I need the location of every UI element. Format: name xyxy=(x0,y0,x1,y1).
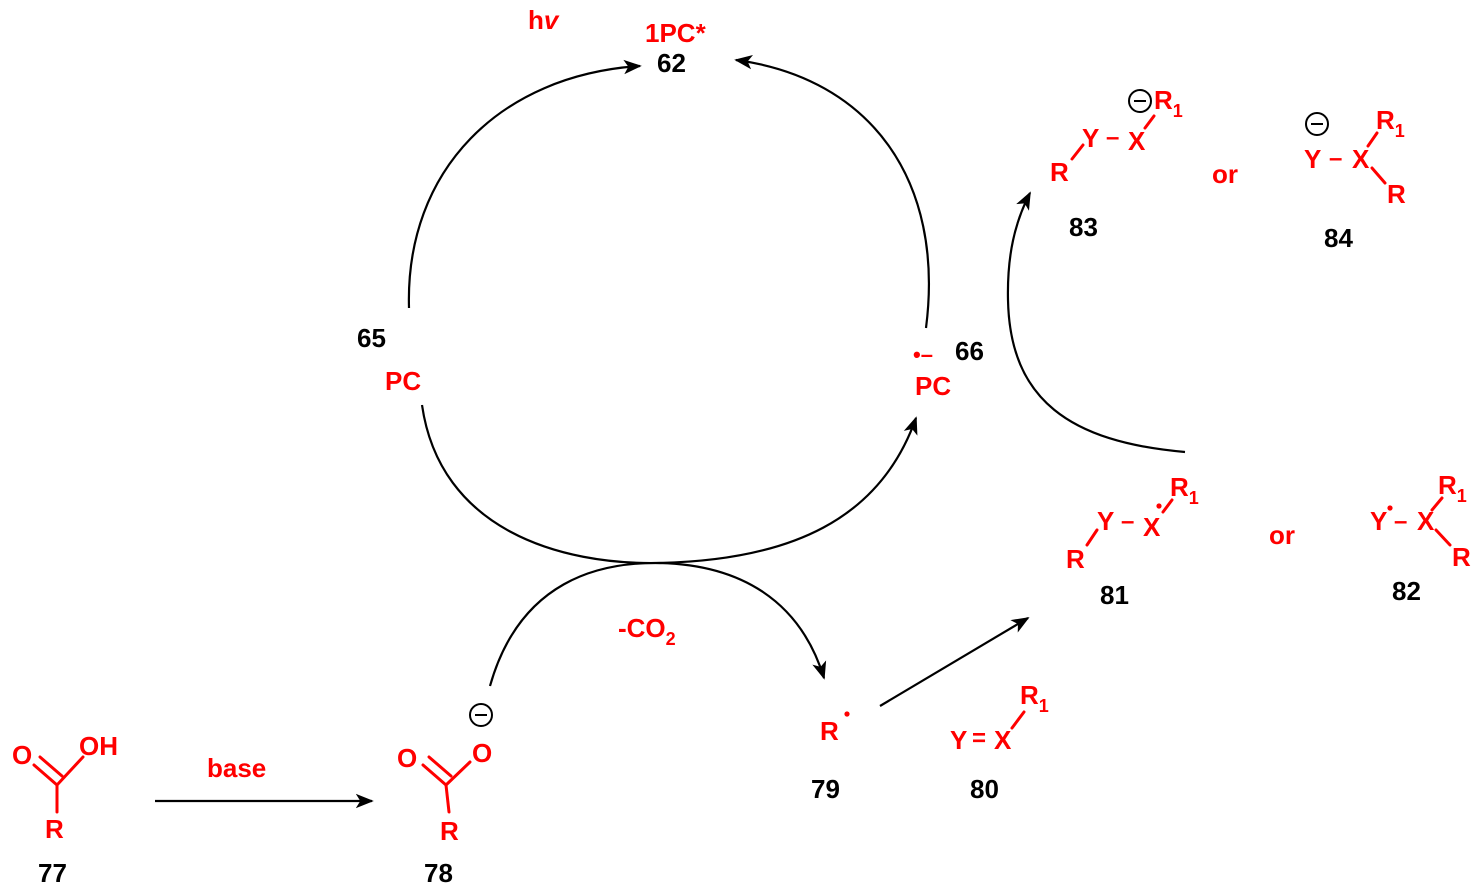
svg-text:R1: R1 xyxy=(1438,470,1467,506)
arrow-78-to-79 xyxy=(488,561,827,687)
compound-77-number: 77 xyxy=(38,858,67,888)
svg-text:Y: Y xyxy=(950,725,967,755)
svg-text:–: – xyxy=(1394,508,1407,535)
svg-text:O: O xyxy=(12,740,32,770)
light-label: hv xyxy=(528,5,560,35)
compound-84-structure: Y – X R1 R xyxy=(1304,105,1406,209)
svg-text:Y: Y xyxy=(1370,506,1387,536)
svg-text:R: R xyxy=(1050,157,1069,187)
compound-82-number: 82 xyxy=(1392,576,1421,606)
compound-66-number: 66 xyxy=(955,336,984,366)
ground-pc-label: PC xyxy=(385,366,421,396)
arrow-65-to-62 xyxy=(407,59,642,309)
base-label: base xyxy=(207,753,266,783)
svg-text:O: O xyxy=(397,743,417,773)
svg-text:Y: Y xyxy=(1097,506,1114,536)
svg-text:R: R xyxy=(1066,544,1085,574)
svg-text:X: X xyxy=(1417,506,1435,536)
compound-79-structure: R xyxy=(820,716,839,746)
svg-text:R: R xyxy=(45,814,64,844)
svg-text:–: – xyxy=(1329,145,1342,172)
svg-text:R1: R1 xyxy=(1020,680,1049,716)
compound-83-number: 83 xyxy=(1069,212,1098,242)
compound-62-number: 62 xyxy=(657,48,686,78)
compound-77-structure: O OH R xyxy=(12,731,118,844)
svg-text:OH: OH xyxy=(79,731,118,761)
reduced-pc-label: PC xyxy=(915,371,951,401)
svg-text:–: – xyxy=(1106,124,1119,151)
carboxylate-negative-charge-icon xyxy=(469,703,493,727)
compound-80-number: 80 xyxy=(970,774,999,804)
svg-text:X: X xyxy=(1143,512,1161,542)
svg-text:R: R xyxy=(440,816,459,846)
arrow-79-to-81 xyxy=(879,617,1030,707)
arrow-81-to-83 xyxy=(1006,191,1186,454)
compound-65-number: 65 xyxy=(357,323,386,353)
compound-84-number: 84 xyxy=(1324,223,1353,253)
or-label-81-82: or xyxy=(1269,520,1295,550)
decarboxylation-label: -CO2 xyxy=(618,613,676,649)
radical-anion-charge: •– xyxy=(913,342,933,367)
compound-83-structure: R Y – X R1 xyxy=(1050,85,1183,187)
compound-78-number: 78 xyxy=(424,858,453,888)
anion-84-negative-charge-icon xyxy=(1305,112,1329,136)
compound-82-structure: Y – X R1 R xyxy=(1370,470,1471,572)
compound-81-structure: R Y – X R1 xyxy=(1066,472,1199,574)
svg-text:X: X xyxy=(994,725,1012,755)
arrow-65-to-66 xyxy=(420,404,918,565)
compound-80-structure: Y = X R1 xyxy=(950,680,1049,755)
svg-text:X: X xyxy=(1352,144,1370,174)
svg-text:R1: R1 xyxy=(1170,472,1199,508)
svg-text:=: = xyxy=(972,725,986,752)
compound-81-number: 81 xyxy=(1100,580,1129,610)
compound-79-number: 79 xyxy=(811,774,840,804)
svg-text:X: X xyxy=(1128,126,1146,156)
compound-78-structure: O O R xyxy=(397,738,492,846)
svg-text:R1: R1 xyxy=(1154,85,1183,121)
anion-negative-charge-icon xyxy=(1128,89,1152,113)
arrow-66-to-62 xyxy=(734,55,931,329)
svg-text:Y: Y xyxy=(1304,144,1321,174)
or-label-83-84: or xyxy=(1212,159,1238,189)
radical-dot-icon xyxy=(844,711,850,717)
svg-text:R1: R1 xyxy=(1376,105,1405,141)
excited-pc-label: 1PC* xyxy=(645,18,707,48)
svg-text:R: R xyxy=(1452,542,1471,572)
svg-text:–: – xyxy=(1121,508,1134,535)
svg-text:Y: Y xyxy=(1082,123,1099,153)
svg-text:O: O xyxy=(472,738,492,768)
svg-text:R: R xyxy=(1387,179,1406,209)
